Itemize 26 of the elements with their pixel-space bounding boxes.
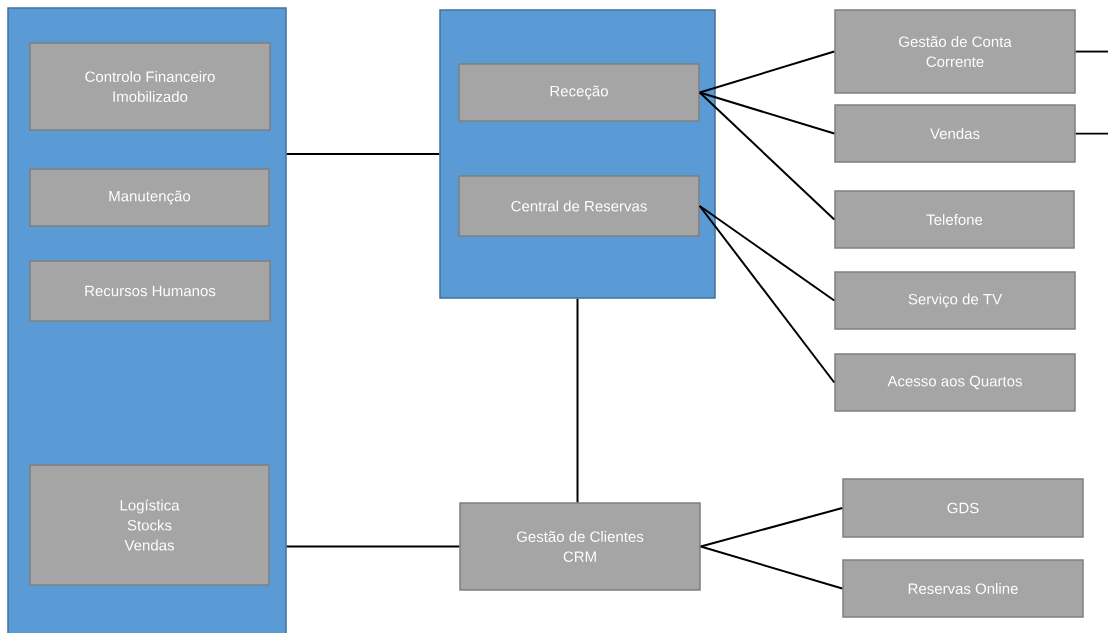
connector-line xyxy=(1074,50,1108,53)
process-box: Acesso aos Quartos xyxy=(834,353,1076,412)
connector-line xyxy=(699,507,844,548)
connector-line xyxy=(285,153,441,155)
connector-line xyxy=(698,91,836,221)
process-box: Reservas Online xyxy=(842,559,1084,618)
process-box: Recursos Humanos xyxy=(29,260,271,322)
connector-line xyxy=(699,545,844,590)
process-box: Serviço de TV xyxy=(834,271,1076,330)
process-box: Receção xyxy=(458,63,700,122)
connector-line xyxy=(698,50,836,94)
connector-line xyxy=(698,91,836,135)
process-box: GDS xyxy=(842,478,1084,538)
process-box: Logística Stocks Vendas xyxy=(29,464,270,586)
connector-line xyxy=(285,545,461,548)
process-box: Manutenção xyxy=(29,168,270,227)
process-box: Controlo Financeiro Imobilizado xyxy=(29,42,271,131)
process-box: Vendas xyxy=(834,104,1076,163)
connector-line xyxy=(1074,132,1108,135)
process-box: Gestão de Clientes CRM xyxy=(459,502,701,591)
process-box: Central de Reservas xyxy=(458,175,700,237)
process-box: Gestão de Conta Corrente xyxy=(834,9,1076,94)
connector-line xyxy=(576,297,579,504)
connector-line xyxy=(698,205,836,302)
connector-line xyxy=(698,205,836,384)
process-box: Telefone xyxy=(834,190,1075,249)
